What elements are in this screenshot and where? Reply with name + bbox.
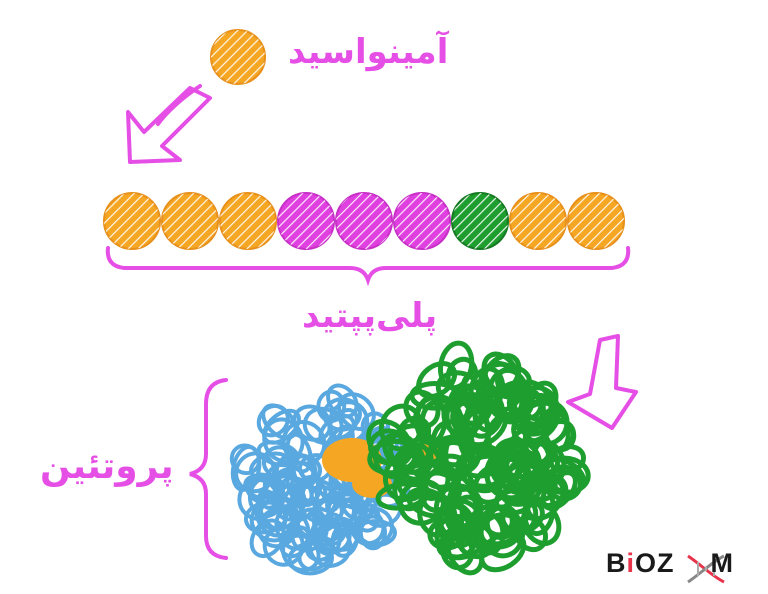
brace-icon bbox=[105, 246, 631, 287]
dna-helix-icon bbox=[687, 554, 725, 584]
chain-bead bbox=[277, 192, 335, 250]
polypeptide-chain bbox=[103, 192, 625, 250]
protein-structure bbox=[229, 340, 591, 576]
chain-bead bbox=[161, 192, 219, 250]
chain-bead bbox=[451, 192, 509, 250]
chain-bead bbox=[103, 192, 161, 250]
chain-bead bbox=[567, 192, 625, 250]
chain-bead bbox=[509, 192, 567, 250]
chain-bead bbox=[393, 192, 451, 250]
amino-acid-bead bbox=[210, 29, 266, 85]
chain-bead bbox=[335, 192, 393, 250]
green-domain bbox=[366, 340, 591, 576]
arrow-icon bbox=[126, 84, 212, 164]
brace-icon bbox=[189, 378, 228, 560]
protein-label: پروتئین bbox=[40, 446, 174, 487]
amino-acid-label: آمینواسید bbox=[288, 32, 449, 72]
arrow-icon bbox=[566, 334, 638, 430]
chain-bead bbox=[219, 192, 277, 250]
polypeptide-label: پلی‌پپتید bbox=[302, 296, 438, 336]
